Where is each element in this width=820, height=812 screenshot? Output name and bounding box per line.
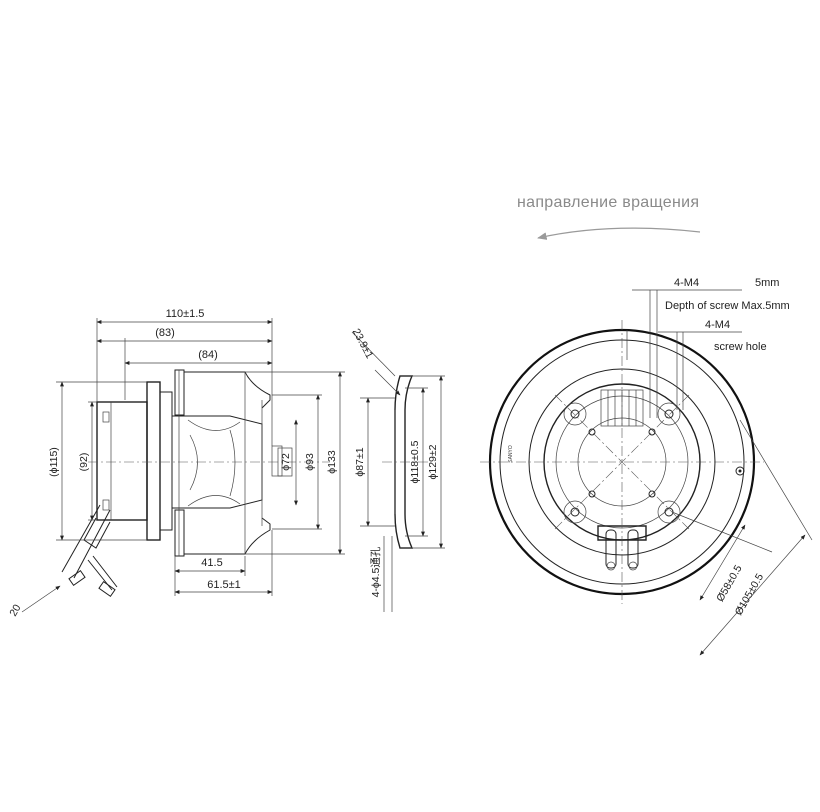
cable-outlet xyxy=(597,525,647,541)
blade xyxy=(189,434,198,491)
dia-133-label: ϕ133 xyxy=(326,450,338,474)
mount-hole-icon xyxy=(664,507,674,517)
ext-line xyxy=(671,511,773,553)
length-84-label: (84) xyxy=(198,349,218,361)
cable-end xyxy=(68,570,86,586)
cable-lead xyxy=(627,529,639,569)
mount-lobe xyxy=(563,402,587,426)
ext-line xyxy=(739,419,813,541)
cable-20-label: 20 xyxy=(7,602,23,618)
screw-hole-icon xyxy=(588,428,596,436)
thread2-label: 4-M4 xyxy=(705,319,730,331)
dia-115-label: (ϕ115) xyxy=(48,447,60,477)
blade xyxy=(229,429,236,497)
angle-line xyxy=(351,331,396,377)
cable-tip xyxy=(628,561,638,571)
dia-72-label: ϕ72 xyxy=(280,453,292,471)
cable-tip xyxy=(606,561,616,571)
impeller-shroud-top xyxy=(184,371,271,409)
diag-line xyxy=(554,394,690,530)
impeller-shroud-bottom xyxy=(184,517,271,555)
rotation-arrow-icon xyxy=(537,227,701,240)
dia-72-box xyxy=(277,447,293,477)
motor-detail xyxy=(102,411,110,423)
dia-92-label: (92) xyxy=(78,453,90,472)
screw-hole-icon xyxy=(648,490,656,498)
cable-end xyxy=(98,581,116,597)
shaft-stub xyxy=(271,445,283,477)
rivet-dot xyxy=(738,469,742,473)
screw-hole-label: screw hole xyxy=(714,341,767,353)
dim-dia-105 xyxy=(699,534,806,656)
screw-hole-icon xyxy=(648,428,656,436)
cable-lead xyxy=(605,529,617,569)
depth-61-5-label: 61.5±1 xyxy=(207,579,241,591)
mount-lobe xyxy=(657,402,681,426)
rotation-label: направление вращения xyxy=(517,194,699,211)
dia-129-label: ϕ129±2 xyxy=(427,444,439,479)
screw-hole-icon xyxy=(588,490,596,498)
front-view: SANYO 4-M4 5mm Depth of screw Max.5mm 4-… xyxy=(480,277,813,656)
mount-hole-icon xyxy=(570,409,580,419)
thread1-label: 4-M4 xyxy=(674,277,699,289)
blade xyxy=(187,419,241,431)
mount-lobe xyxy=(657,500,681,524)
depth-41-5-label: 41.5 xyxy=(201,557,222,569)
dim-cable-angle xyxy=(21,585,61,613)
impeller-ring-top xyxy=(174,369,185,416)
dia-87-label: ϕ87±1 xyxy=(354,447,366,476)
motor-detail xyxy=(102,499,110,511)
holes-label: 4-ϕ4.5通孔 xyxy=(369,546,382,597)
mount-hole-icon xyxy=(664,409,674,419)
mount-hole-icon xyxy=(570,507,580,517)
mount-lobe xyxy=(563,500,587,524)
length-83-label: (83) xyxy=(155,327,175,339)
inlet-ring-view: 23.9±1 ϕ87±1 ϕ118±0.5 ϕ129±2 4-ϕ4.5通孔 xyxy=(350,327,445,612)
motor-flange xyxy=(146,381,161,541)
blade xyxy=(187,495,241,507)
dia-118-label: ϕ118±0.5 xyxy=(409,440,421,483)
cable-clamp xyxy=(83,517,111,549)
rotation-indicator: направление вращения xyxy=(517,194,701,240)
dia-93-label: ϕ93 xyxy=(304,453,316,471)
depth-note-label: Depth of screw Max.5mm xyxy=(665,300,790,312)
overall-length-label: 110±1.5 xyxy=(166,308,205,320)
rivet-icon xyxy=(735,466,745,476)
depth-5mm-label: 5mm xyxy=(755,277,779,289)
motor-housing xyxy=(96,401,148,521)
cable xyxy=(87,555,118,591)
angle-label: 23.9±1 xyxy=(350,327,376,361)
label-stamp: SANYO xyxy=(508,445,514,463)
impeller-ring-bottom xyxy=(174,509,185,557)
angle-arrow xyxy=(374,369,401,396)
motor-hub xyxy=(159,391,173,531)
side-view: 110±1.5 (83) (84) (ϕ115) (92) ϕ72 ϕ93 ϕ1… xyxy=(7,308,345,619)
